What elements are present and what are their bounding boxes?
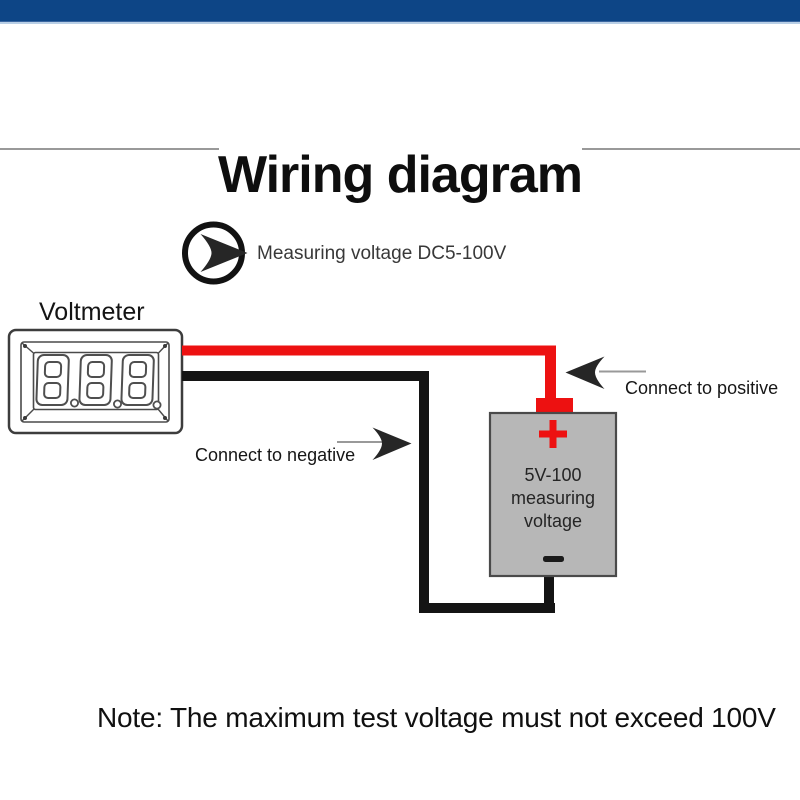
decimal-point [152, 400, 162, 410]
battery-label-line2: measuring [510, 488, 596, 508]
header-accent-line [0, 22, 800, 24]
battery-label-line3: voltage [523, 511, 583, 531]
note-text: Note: The maximum test voltage must not … [97, 702, 776, 733]
seven-segment-digit [35, 354, 70, 406]
wire-red-positive [182, 345, 573, 414]
minus-symbol [543, 556, 564, 562]
seven-segment-digit [78, 354, 113, 406]
arrow-right-icon [372, 427, 412, 460]
battery [488, 411, 618, 578]
arrow-right-circle-icon [182, 221, 248, 285]
positive-terminal [536, 398, 573, 414]
decimal-point [113, 399, 123, 409]
plus-symbol [539, 420, 567, 448]
title-rule-left [0, 148, 219, 150]
connect-negative-label: Connect to negative [195, 445, 356, 465]
header-bar [0, 0, 800, 22]
seven-segment-digit [120, 354, 155, 406]
page-title: Wiring diagram [217, 145, 583, 204]
voltmeter-display [7, 328, 184, 435]
title-rule-right [582, 148, 800, 150]
negative-pointer [337, 427, 412, 460]
connect-positive-label: Connect to positive [625, 378, 779, 398]
positive-pointer [565, 356, 646, 389]
battery-label: 5V-100 measuring voltage [490, 464, 616, 533]
wire-black-negative [182, 371, 555, 613]
measuring-voltage-label: Measuring voltage DC5-100V [257, 243, 507, 264]
voltmeter-label: Voltmeter [39, 298, 145, 326]
arrow-left-icon [565, 356, 605, 389]
decimal-point [70, 398, 80, 408]
battery-label-line1: 5V-100 [524, 465, 582, 485]
